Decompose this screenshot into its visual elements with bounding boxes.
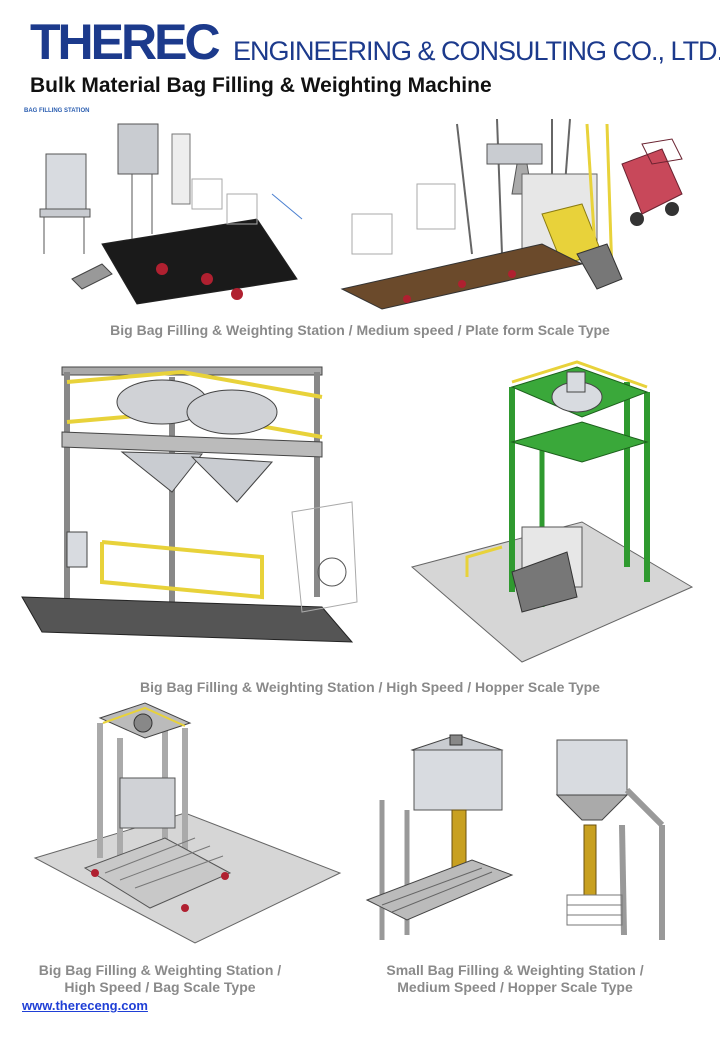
figure-4-caption-line-2: Medium Speed / Hopper Scale Type [397,979,633,995]
page-title: Bulk Material Bag Filling & Weighting Ma… [30,74,492,97]
brand-logo: THEREC [30,14,221,70]
figure-1-illustration: BAG FILLING STATION [22,104,702,319]
figure-3-caption-line-1: Big Bag Filling & Weighting Station / [38,962,282,978]
figure-2-caption: Big Bag Filling & Weighting Station / Hi… [140,679,600,695]
small-bag-hopper-scale-drawing [365,734,665,940]
website-link[interactable]: www.thereceng.com [22,998,148,1013]
figure-4-caption-line-1: Small Bag Filling & Weighting Station / [386,962,644,978]
bag-filling-platform-drawing [39,118,683,310]
figure-3-illustration [25,698,355,963]
figure-3-caption-line-2: High Speed / Bag Scale Type [64,979,256,995]
figure-1-caption: Big Bag Filling & Weighting Station / Me… [110,322,610,338]
inset-label: BAG FILLING STATION [24,108,90,114]
hopper-scale-drawing [21,360,694,663]
figure-2-illustration [21,342,702,672]
bag-scale-drawing [33,702,342,944]
figure-4-illustration [362,730,682,955]
company-name: ENGINEERING & CONSULTING CO., LTD. [233,36,720,66]
